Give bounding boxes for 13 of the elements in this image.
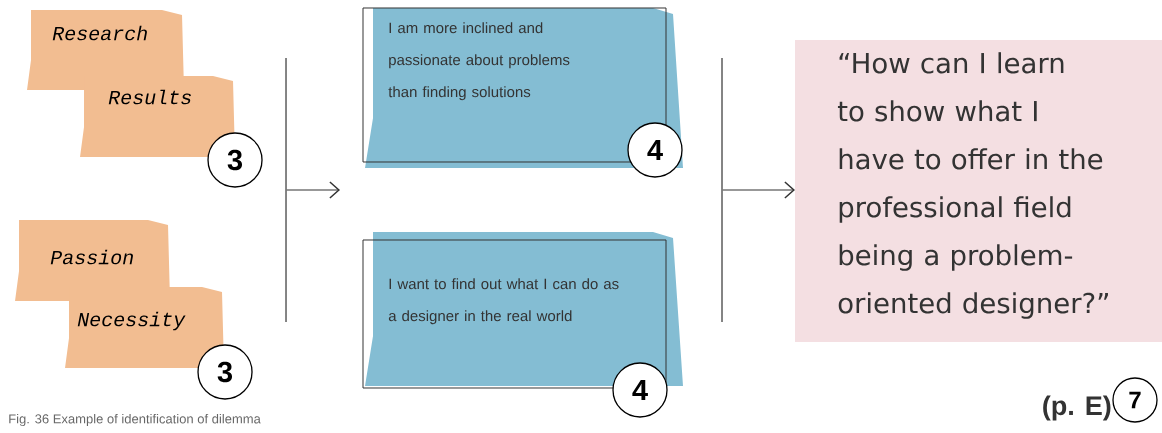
bracket-line (285, 58, 287, 322)
bracket-line (721, 58, 723, 322)
arrow (286, 181, 340, 199)
number-badge: 4 (612, 362, 668, 418)
page-reference: (p. E) (1043, 395, 1111, 421)
number-badge: 7 (1112, 377, 1158, 423)
caption: Fig. 36 Example of identification of dilemma (9, 413, 261, 427)
sticky-note: Research (27, 10, 184, 90)
number-badge: 3 (197, 344, 253, 400)
number-badge: 3 (207, 132, 263, 188)
quote-box: “How can I learn to show what I have to offer in the professional field being a problem-oriented designer?” (795, 40, 1162, 342)
number-badge: 4 (627, 122, 683, 178)
arrow (722, 181, 795, 199)
